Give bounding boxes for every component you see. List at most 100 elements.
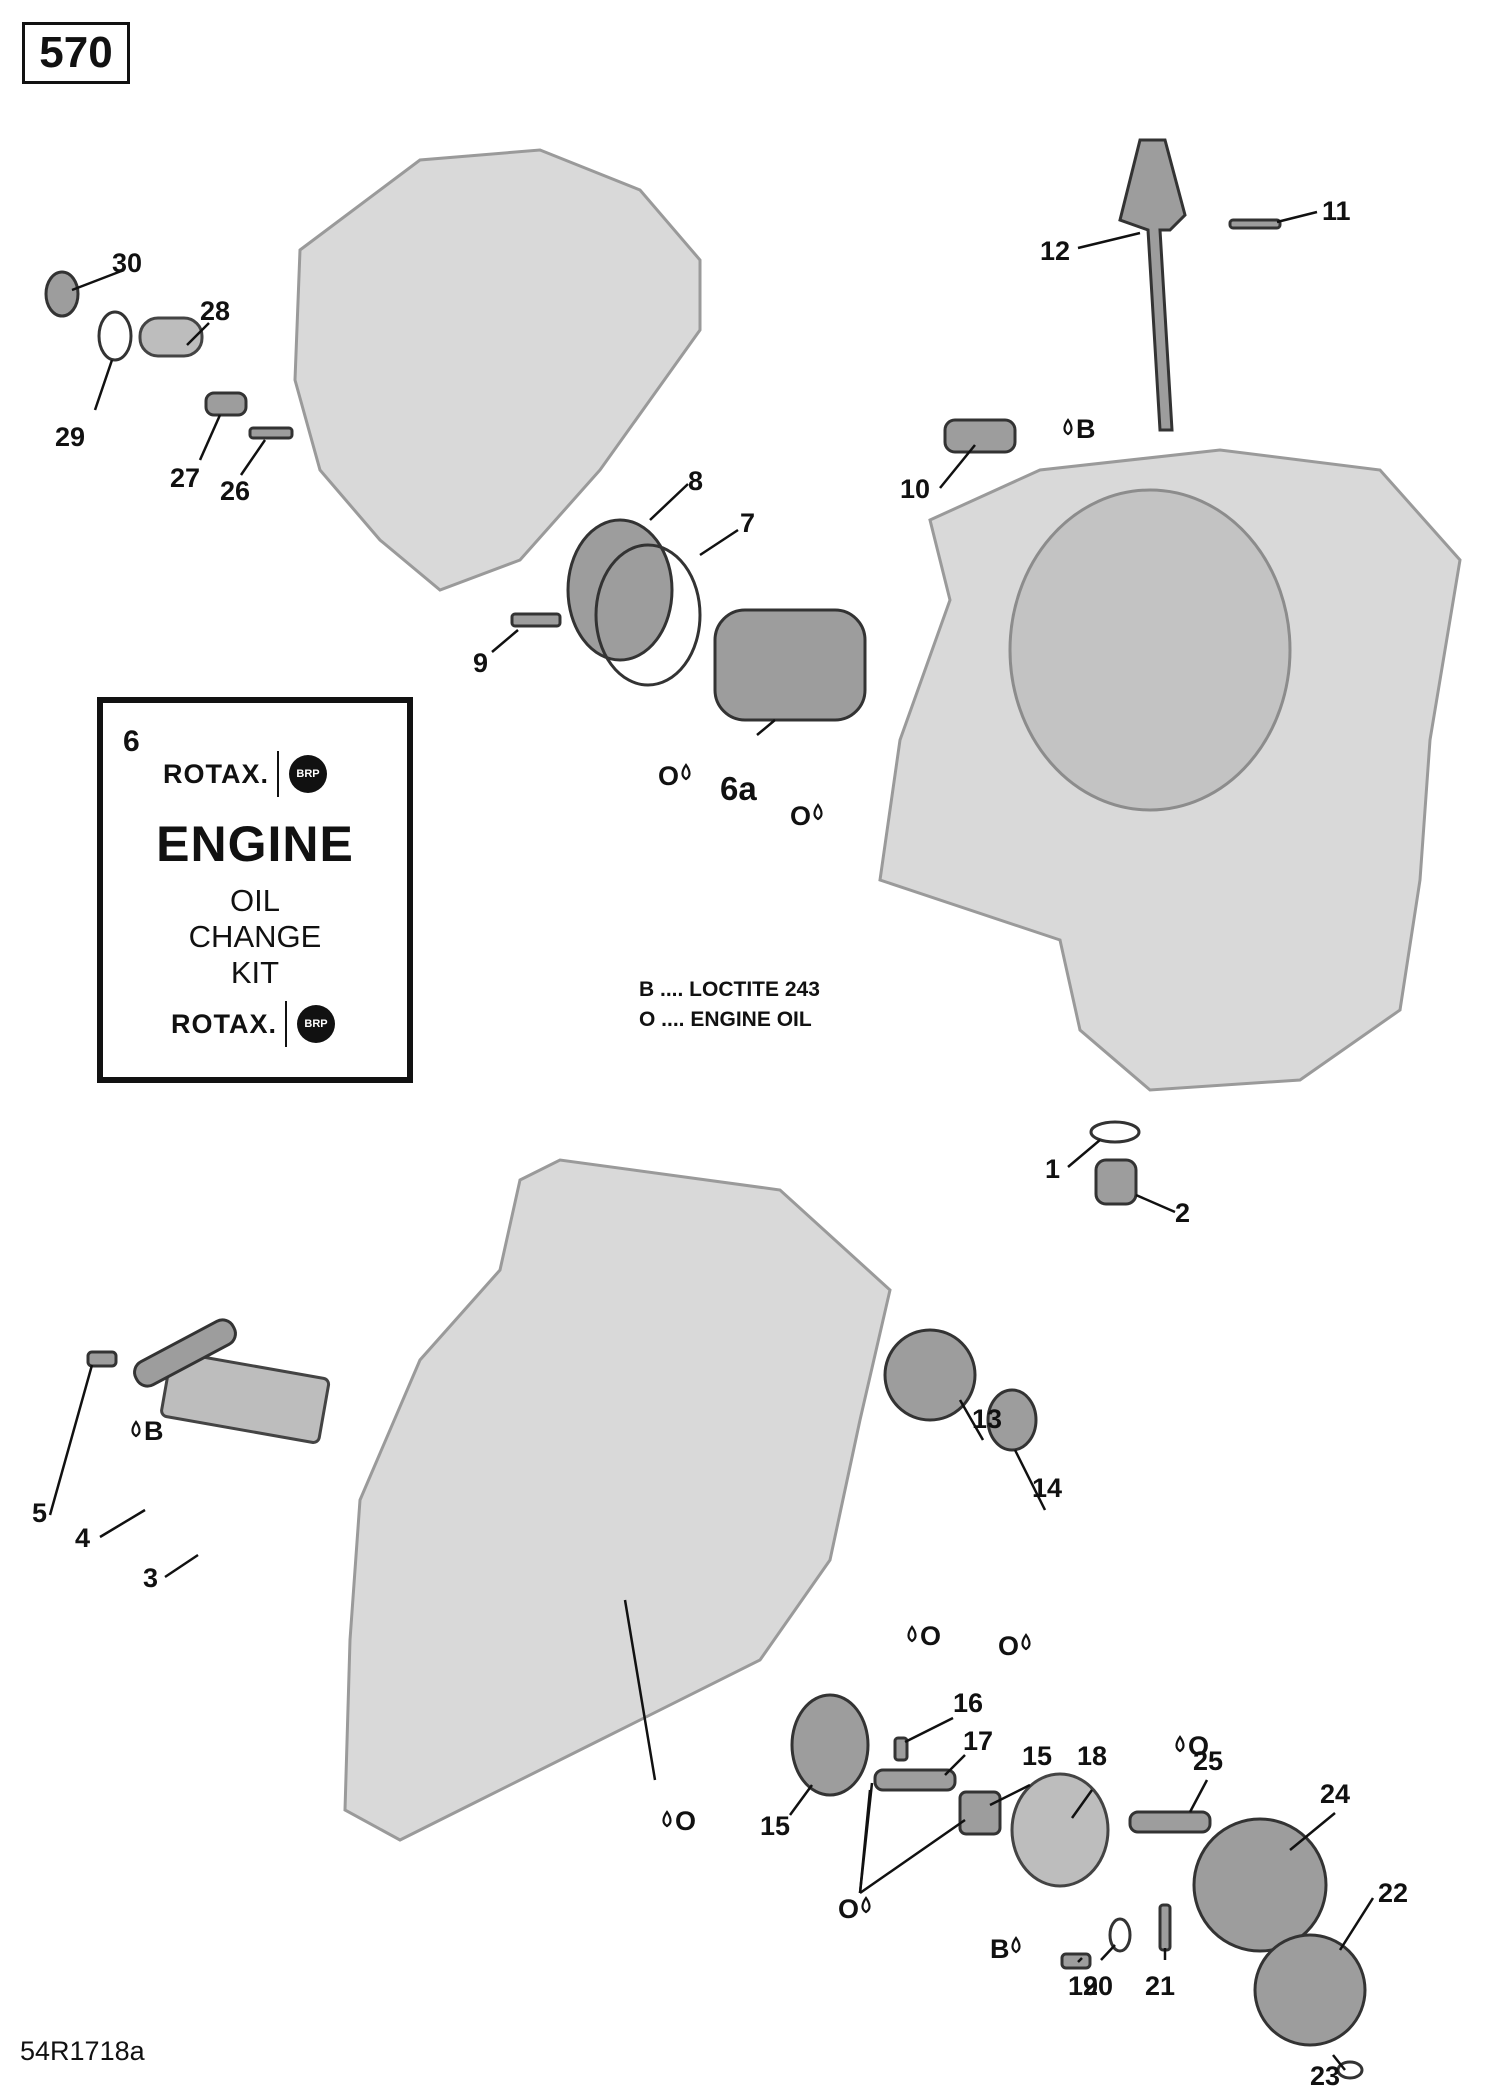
marker-b-screw-5: B (131, 1416, 164, 1446)
part-20-ring (1108, 1917, 1132, 1953)
part-2-drain-plug (1094, 1158, 1138, 1206)
kit-line-oil: OIL (230, 883, 280, 918)
part-17-shaft (873, 1768, 957, 1792)
part-24-gear (1192, 1817, 1328, 1953)
svg-text:O: O (790, 801, 811, 831)
svg-text:O: O (675, 1806, 696, 1836)
callout-13: 13 (972, 1404, 1002, 1434)
drop-icon (1175, 1735, 1185, 1753)
callout-1: 1 (1045, 1154, 1060, 1184)
figure-reference: 54R1718a (20, 2036, 145, 2066)
svg-text:O: O (998, 1631, 1019, 1661)
callout-16: 16 (953, 1688, 983, 1718)
drop-icon (1063, 418, 1073, 436)
svg-text:O: O (658, 761, 679, 791)
page-number: 570 (22, 22, 130, 84)
part-6a-oil-filter (713, 608, 867, 722)
part-13-gear (883, 1328, 977, 1422)
part-16-pin (893, 1736, 909, 1762)
svg-text:B: B (144, 1416, 164, 1446)
callout-30: 30 (112, 248, 142, 278)
part-14-seal (986, 1388, 1038, 1452)
drop-icon (681, 763, 691, 781)
callout-11: 11 (1322, 196, 1351, 226)
rotax-logo-top: ROTAX. BRP (163, 751, 327, 797)
callout-3: 3 (143, 1563, 158, 1593)
callout-10: 10 (900, 474, 930, 504)
callout-4: 4 (75, 1523, 90, 1553)
callout-28: 28 (200, 296, 230, 326)
part-11-pin (1228, 218, 1282, 230)
cylinder-bore-ghost (1008, 488, 1292, 812)
rotax-brand-label: ROTAX. (163, 758, 269, 789)
callout-26: 26 (220, 476, 250, 506)
marker-o-7: O (658, 761, 691, 791)
callout-5: 5 (32, 1498, 47, 1528)
svg-text:B: B (990, 1934, 1010, 1964)
part-29-o-ring (97, 310, 133, 362)
part-25-shaft (1128, 1810, 1212, 1834)
crankcase-ghost-lower (343, 1158, 892, 1842)
kit-title: ENGINE (156, 816, 354, 872)
drop-icon (907, 1625, 917, 1643)
engine-cover-ghost (293, 148, 702, 592)
callout-22: 22 (1378, 1878, 1408, 1908)
part-19-screw (1060, 1952, 1092, 1970)
drop-icon (813, 803, 823, 821)
drop-icon (1011, 1936, 1021, 1954)
callout-15-right: 15 (1022, 1741, 1052, 1771)
part-5-screw (86, 1350, 118, 1368)
drop-icon (131, 1420, 141, 1438)
callout-2: 2 (1175, 1198, 1190, 1228)
legend: B .... LOCTITE 243 O .... ENGINE OIL (639, 975, 820, 1035)
svg-text:O: O (920, 1621, 941, 1651)
callout-9: 9 (473, 648, 488, 678)
legend-engine-oil: O .... ENGINE OIL (639, 1008, 812, 1031)
callout-17: 17 (963, 1726, 993, 1756)
marker-o-6a: O (790, 801, 823, 831)
part-15-pump-rotor (790, 1693, 870, 1797)
callout-19: 19 (1068, 1971, 1098, 2001)
part-15-rotor-small (958, 1790, 1002, 1836)
callout-27: 27 (170, 463, 200, 493)
marker-o-14: O (998, 1631, 1031, 1661)
drop-icon (1021, 1633, 1031, 1651)
part-4-tube (133, 1318, 237, 1388)
marker-o-crankcase: O (662, 1806, 696, 1836)
callout-18: 18 (1077, 1741, 1107, 1771)
marker-o-pump: O (838, 1894, 871, 1924)
drop-icon (662, 1810, 672, 1828)
part-10-fitting (943, 418, 1017, 454)
part-28-sleeve (138, 316, 204, 358)
part-26-bolt (248, 426, 294, 440)
leader-lines (48, 210, 1375, 2071)
callout-14: 14 (1032, 1473, 1062, 1503)
part-27-spring (204, 391, 248, 417)
rotax-logo-bottom: ROTAX. BRP (171, 1001, 335, 1047)
part-7-o-ring (594, 543, 702, 687)
part-9-bolt (510, 612, 562, 628)
part-12-dipstick (1118, 138, 1187, 432)
marker-b-fitting-10: B (1063, 414, 1096, 444)
marker-o-13: O (907, 1621, 941, 1651)
svg-text:O: O (838, 1894, 859, 1924)
part-21-pin (1158, 1903, 1172, 1952)
part-23-ring (1336, 2060, 1364, 2080)
callout-24: 24 (1320, 1779, 1350, 1809)
oil-change-kit-box: 6 ROTAX. BRP ENGINE OIL CHANGE KIT ROTAX… (97, 697, 413, 1083)
callout-29: 29 (55, 422, 85, 452)
part-3-strainer (160, 1351, 331, 1444)
callout-7: 7 (740, 508, 755, 538)
marker-b-19: B (990, 1934, 1021, 1964)
rotax-brand-label: ROTAX. (171, 1008, 277, 1039)
callout-15-left: 15 (760, 1811, 790, 1841)
marker-o-25: O (1175, 1731, 1209, 1761)
brp-logo-icon: BRP (289, 755, 327, 793)
part-1-gasket (1089, 1120, 1141, 1144)
legend-loctite: B .... LOCTITE 243 (639, 978, 820, 1001)
callout-23: 23 (1310, 2061, 1340, 2091)
part-8-filter-cover (566, 518, 674, 662)
callout-20: 20 (1083, 1971, 1113, 2001)
svg-text:O: O (1188, 1731, 1209, 1761)
